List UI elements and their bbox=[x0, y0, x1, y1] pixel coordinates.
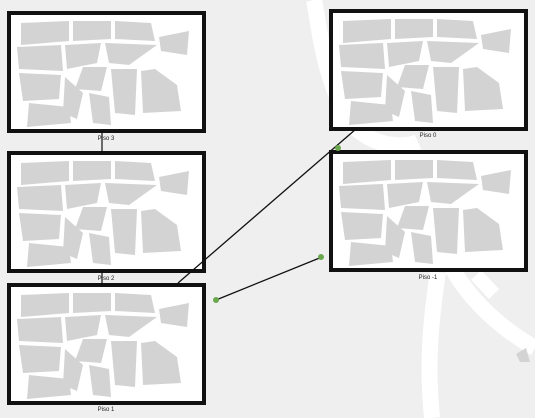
floor-label-piso-minus-1: Piso -1 bbox=[418, 275, 438, 281]
connector-piso-1-piso-0 bbox=[177, 128, 357, 284]
floor-label-piso-2: Piso 2 bbox=[97, 276, 115, 282]
floor-frame-piso-0[interactable] bbox=[329, 9, 528, 131]
floor-label-piso-0: Piso 0 bbox=[419, 133, 437, 139]
floor-label-piso-3: Piso 3 bbox=[97, 136, 115, 142]
connector-node[interactable] bbox=[335, 145, 341, 151]
floor-frame-piso-3[interactable] bbox=[7, 11, 206, 133]
floor-label-piso-1: Piso 1 bbox=[97, 407, 115, 413]
floor-frame-piso-minus-1[interactable] bbox=[329, 150, 528, 272]
connector-piso-1-piso-minus-1 bbox=[215, 256, 323, 301]
connector-node[interactable] bbox=[213, 297, 219, 303]
map-block-fragment bbox=[516, 348, 530, 362]
connector-node[interactable] bbox=[318, 254, 324, 260]
floor-frame-piso-2[interactable] bbox=[7, 151, 206, 273]
floor-frame-piso-1[interactable] bbox=[7, 283, 206, 405]
